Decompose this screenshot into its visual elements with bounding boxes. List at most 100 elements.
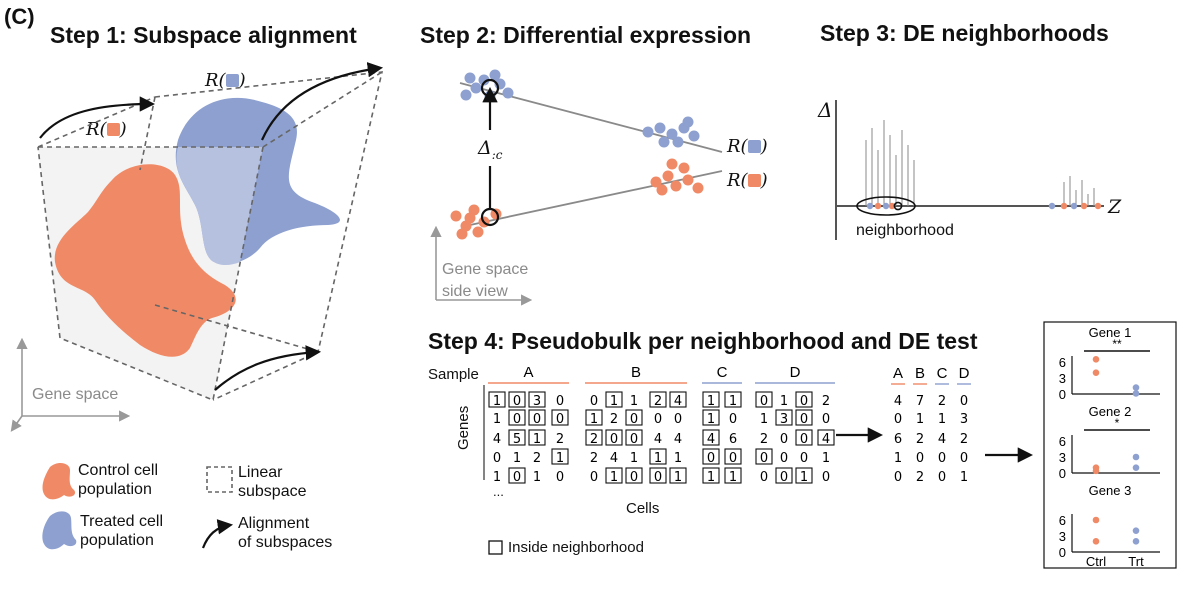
inside-neighborhood-icon (488, 540, 503, 555)
z-cell-dot (1048, 202, 1056, 210)
sample-header: D (790, 364, 801, 381)
inside-neighborhood-box (625, 409, 643, 426)
step3-de-spikes (865, 120, 1095, 206)
y-tick-label: 6 (1059, 434, 1066, 449)
step1-diagram (10, 61, 384, 432)
inside-neighborhood-box (795, 409, 813, 426)
inside-neighborhood-box (649, 467, 667, 484)
inside-neighborhood-box (625, 467, 643, 484)
matrix-cell: 0 (513, 394, 521, 409)
matrix-cell: 0 (674, 412, 682, 427)
y-tick-label: 0 (1059, 545, 1066, 560)
treated-cell-dot (460, 89, 472, 101)
matrix-cell: 1 (654, 451, 662, 466)
matrix-cell: 1 (674, 451, 682, 466)
matrix-cell: 0 (654, 412, 662, 427)
gene-space-label: Gene space (32, 386, 119, 403)
r-treated-label-step2: R() (727, 136, 768, 157)
pseudobulk-header: B (915, 365, 925, 382)
trt-point (1132, 538, 1140, 545)
ctrl-point (1092, 356, 1100, 363)
inside-neighborhood-box (585, 429, 603, 446)
inside-neighborhood-box (702, 391, 720, 408)
matrix-cell: 4 (707, 432, 715, 447)
inside-neighborhood-box (702, 448, 720, 465)
r-control-label-step2: R() (727, 170, 768, 191)
pseudobulk-cell: 2 (916, 432, 924, 447)
matrix-cell: 0 (800, 412, 808, 427)
matrix-cell: 0 (760, 470, 768, 485)
inside-neighborhood-box (551, 409, 569, 426)
control-cell-dot (656, 184, 668, 196)
matrix-cell: 0 (780, 470, 788, 485)
legend-control-blob (42, 463, 76, 500)
treated-cell-dot (502, 87, 514, 99)
matrix-cell: 1 (674, 470, 682, 485)
inside-neighborhood-box (605, 467, 623, 484)
pseudobulk-header: A (893, 365, 903, 382)
matrix-cell: 2 (556, 432, 564, 447)
matrix-cell: 4 (654, 432, 662, 447)
matrix-cell: 1 (493, 394, 501, 409)
control-cell-dot (464, 212, 476, 224)
delta-axis-label: Δ (818, 98, 833, 122)
neighborhood-ellipse (856, 196, 916, 216)
legend-alignment-icon (201, 519, 234, 549)
matrix-cell: 0 (610, 432, 618, 447)
pseudobulk-cell: 2 (938, 394, 946, 409)
cells-label: Cells (626, 500, 660, 517)
inside-neighborhood-box (702, 467, 720, 484)
z-cell-dot (874, 202, 882, 210)
inside-neighborhood-box (528, 409, 546, 426)
significance-label: ** (1112, 337, 1122, 351)
matrix-cell: 4 (674, 394, 682, 409)
treated-cell-dot (666, 128, 678, 140)
matrix-cell: 2 (760, 432, 768, 447)
matrix-cell: 0 (556, 412, 564, 427)
control-cell-dot (662, 170, 674, 182)
inside-neighborhood-box (724, 448, 742, 465)
inside-neighborhood-box (775, 467, 793, 484)
matrix-cell: 1 (800, 470, 808, 485)
inside-neighborhood-box (488, 391, 506, 408)
x-tick-label: Trt (1128, 554, 1144, 569)
matrix-cell: 0 (590, 394, 598, 409)
matrix-ellipsis: ... (493, 484, 504, 499)
ctrl-point (1092, 369, 1100, 376)
matrix-cell: 0 (556, 470, 564, 485)
matrix-cell: 1 (610, 394, 618, 409)
matrix-cell: 1 (707, 470, 715, 485)
matrix-cell: 0 (780, 451, 788, 466)
z-axis-label: Z (1108, 196, 1122, 218)
ctrl-point (1092, 516, 1100, 524)
matrix-cell: 0 (800, 432, 808, 447)
inside-neighborhood-box (669, 467, 687, 484)
z-cell-dot (1070, 202, 1078, 210)
treated-overlap (176, 147, 263, 265)
matrix-cell: 1 (533, 470, 541, 485)
y-tick-label: 6 (1059, 513, 1066, 528)
inside-neighborhood-box (795, 467, 813, 484)
pseudobulk-cell: 0 (938, 470, 946, 485)
z-cell-dot (866, 202, 874, 210)
inside-neighborhood-box (585, 409, 603, 426)
treated-cell-dot (682, 116, 694, 128)
matrix-cell: 1 (590, 412, 598, 427)
inside-neighborhood-box (755, 448, 773, 465)
matrix-cell: 0 (493, 451, 501, 466)
trt-point (1132, 453, 1140, 461)
pseudobulk-cell: 1 (916, 412, 924, 427)
y-tick-label: 3 (1059, 529, 1066, 544)
inside-neighborhood-box (508, 391, 526, 408)
matrix-cell: 1 (630, 394, 638, 409)
matrix-cell: 2 (533, 451, 541, 466)
treated-cell-dot (672, 136, 684, 148)
matrix-cell: 1 (630, 451, 638, 466)
delta-c-label: Δ:c (478, 137, 503, 162)
matrix-cell: 0 (729, 412, 737, 427)
inside-neighborhood-box (724, 391, 742, 408)
